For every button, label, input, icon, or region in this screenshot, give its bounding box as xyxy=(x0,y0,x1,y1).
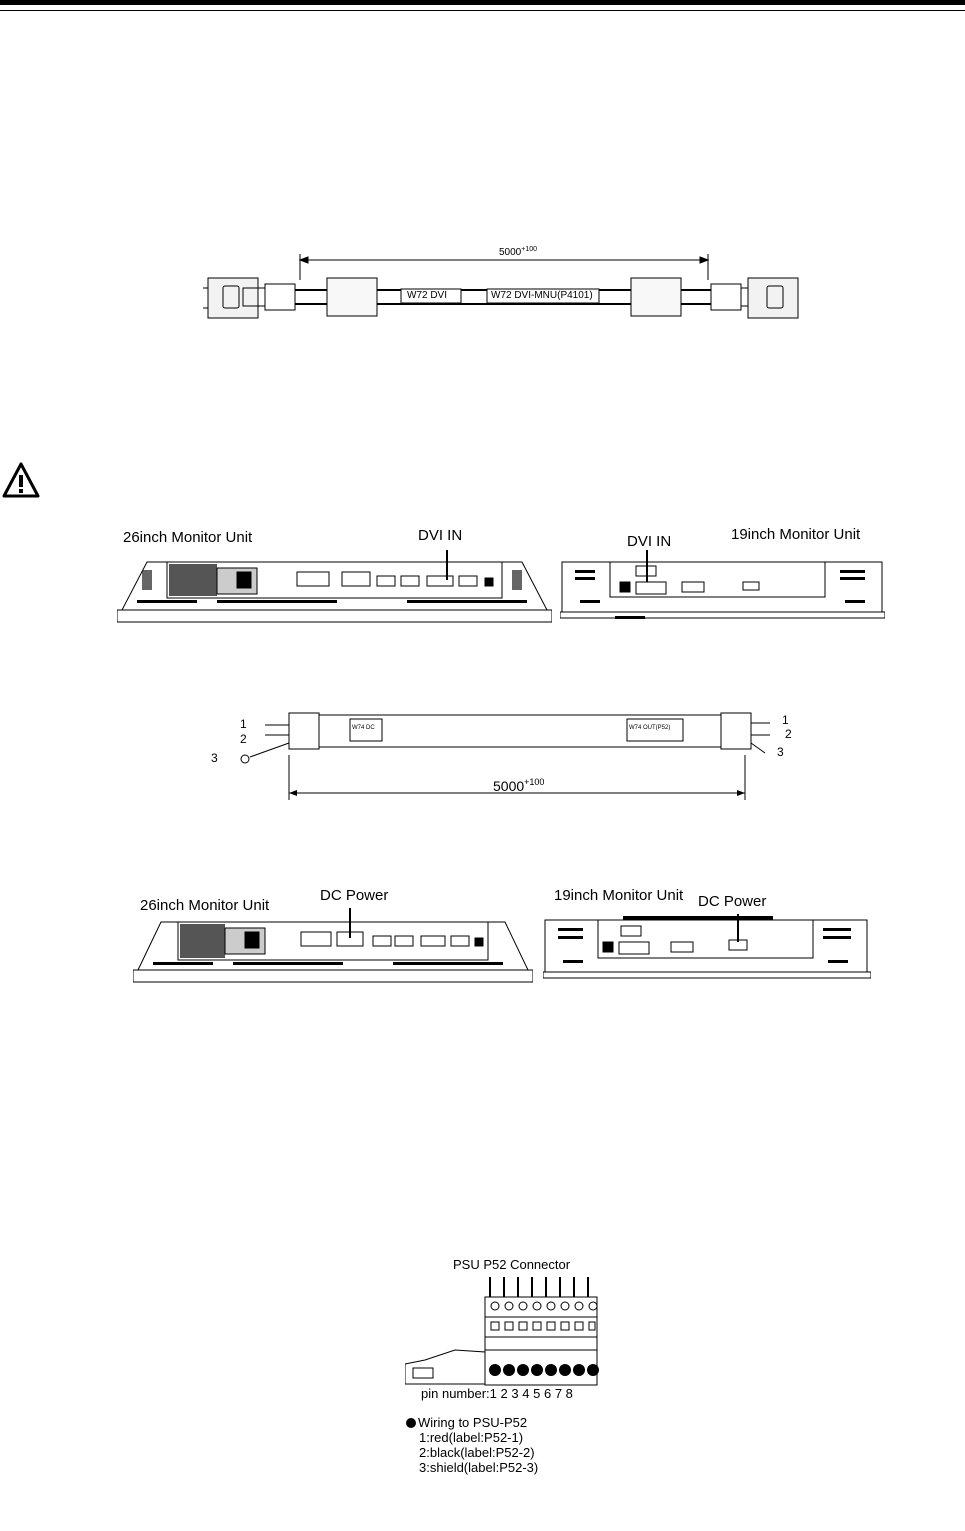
wiring-title: Wiring to PSU-P52 xyxy=(418,1415,528,1430)
monitor-19inch-rear-dc xyxy=(542,914,872,984)
dvi-19inch-title: 19inch Monitor Unit xyxy=(731,526,861,543)
dc-right-pin-1: 1 xyxy=(782,713,789,727)
pin-6: 6 xyxy=(543,1386,552,1401)
psu-connector-title: PSU P52 Connector xyxy=(453,1257,571,1272)
header-rule-thick xyxy=(0,0,965,5)
dvi-26inch-port-label: DVI IN xyxy=(418,527,463,544)
dvi-26inch-title: 26inch Monitor Unit xyxy=(123,529,253,546)
pin-1: 1 xyxy=(489,1386,497,1401)
wiring-item-2: 2:black(label:P52-2) xyxy=(419,1445,535,1460)
monitor-19inch-rear-dvi xyxy=(559,550,886,622)
wiring-notes: Wiring to PSU-P52 1:red(label:P52-1) 2:b… xyxy=(406,1415,538,1475)
dvi-cable-drawing: 5000+100 W72 DVI W72 DVI-MNU(P4101) xyxy=(203,240,803,330)
wiring-title-row: Wiring to PSU-P52 xyxy=(406,1415,538,1430)
dc-26inch-title: 26inch Monitor Unit xyxy=(140,897,270,914)
pin-7: 7 xyxy=(554,1386,563,1401)
dc-26inch-port-label: DC Power xyxy=(320,887,389,904)
warning-icon xyxy=(2,462,40,498)
bullet-icon xyxy=(406,1418,416,1428)
pin-number-prefix: pin number: xyxy=(421,1386,490,1401)
dc-right-pin-2: 2 xyxy=(785,727,792,741)
dc-left-pin-2: 2 xyxy=(240,732,247,746)
pin-3: 3 xyxy=(511,1386,519,1401)
dvi-cable-label-left: W72 DVI xyxy=(407,290,448,301)
dc-cable-drawing: 1 2 3 1 2 3 W74 DC W74 OUT(P52) 5000+100 xyxy=(205,705,800,805)
wiring-item-1: 1:red(label:P52-1) xyxy=(419,1430,524,1445)
dvi-cable-dimension: 5000+100 xyxy=(499,246,538,258)
header-rule-thin xyxy=(0,10,965,11)
dc-left-pin-3: 3 xyxy=(211,751,218,765)
wiring-item-3: 3:shield(label:P52-3) xyxy=(419,1460,539,1475)
pin-2: 2 xyxy=(500,1386,508,1401)
monitor-26inch-rear-dc xyxy=(132,908,534,985)
psu-connector-drawing xyxy=(404,1272,600,1390)
dc-right-pin-3: 3 xyxy=(777,745,784,759)
dc-19inch-title: 19inch Monitor Unit xyxy=(554,887,684,904)
dc-cable-dimension: 5000+100 xyxy=(493,777,545,794)
dc-cable-label-right: W74 OUT(P52) xyxy=(629,725,671,731)
dvi-cable-label-right: W72 DVI-MNU(P4101) xyxy=(491,290,593,301)
monitor-26inch-rear-dvi xyxy=(116,550,553,625)
dc-cable-label-left: W74 DC xyxy=(352,725,375,731)
dc-19inch-port-label: DC Power xyxy=(698,893,767,910)
pin-number-row: pin number:1 2 3 4 5 6 7 8 xyxy=(421,1386,573,1401)
dvi-19inch-port-label: DVI IN xyxy=(627,533,672,550)
pin-8: 8 xyxy=(565,1386,573,1401)
dc-left-pin-1: 1 xyxy=(240,717,247,731)
pin-5: 5 xyxy=(533,1386,541,1401)
pin-4: 4 xyxy=(522,1386,530,1401)
